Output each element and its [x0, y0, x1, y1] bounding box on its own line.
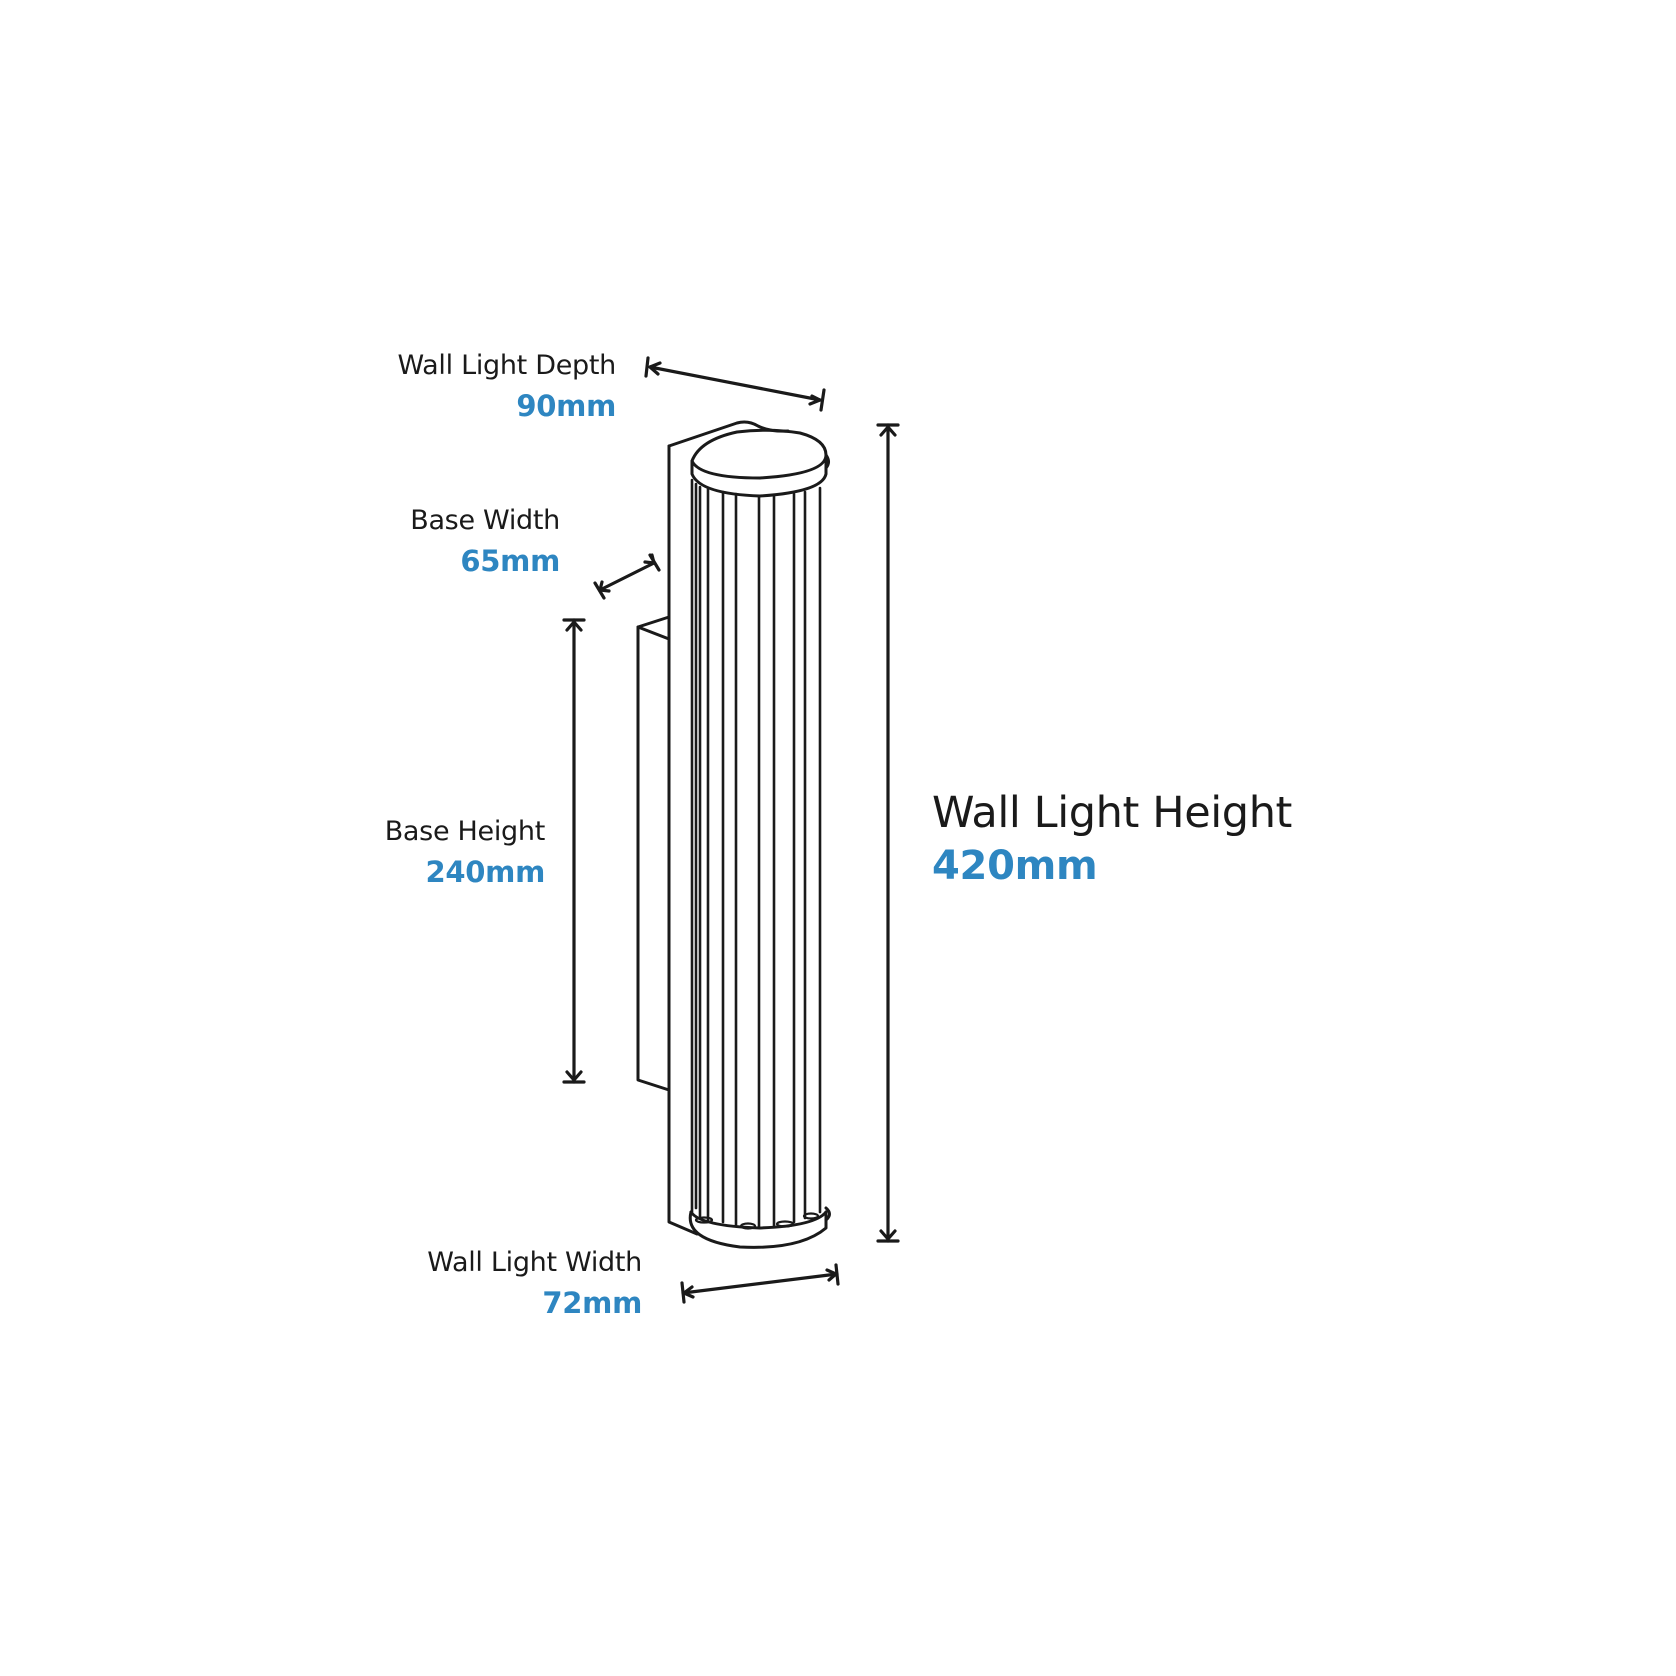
height-label-value: 420mm — [932, 843, 1098, 889]
backplate-outline — [667, 420, 790, 1236]
height-label: Wall Light Height 420mm — [932, 788, 1293, 889]
height-label-name: Wall Light Height — [932, 788, 1293, 838]
depth-dimension-arrow — [644, 356, 826, 412]
base-height-label: Base Height 240mm — [384, 816, 546, 889]
width-label-name: Wall Light Width — [427, 1247, 642, 1278]
base-height-dimension-arrow — [562, 618, 586, 1084]
base-width-label-name: Base Width — [410, 505, 560, 536]
depth-label: Wall Light Depth 90mm — [397, 352, 616, 421]
height-dimension-arrow — [876, 423, 900, 1243]
base-height-label-name: Base Height — [384, 816, 546, 847]
base-width-label-value: 65mm — [460, 544, 560, 578]
fluted-body — [690, 478, 822, 1228]
width-label-value: 72mm — [542, 1286, 642, 1320]
top-cap — [690, 428, 830, 498]
depth-label-name: Wall Light Depth — [397, 350, 616, 381]
base-width-dimension-arrow — [593, 553, 661, 600]
width-dimension-arrow — [680, 1263, 840, 1304]
width-label: Wall Light Width 72mm — [427, 1249, 642, 1318]
bottom-cap — [688, 1206, 831, 1249]
base-height-label-value: 240mm — [425, 855, 546, 889]
base-width-label: Base Width 65mm — [410, 507, 560, 576]
wall-base-outline — [636, 615, 671, 1092]
depth-label-value: 90mm — [516, 389, 616, 423]
